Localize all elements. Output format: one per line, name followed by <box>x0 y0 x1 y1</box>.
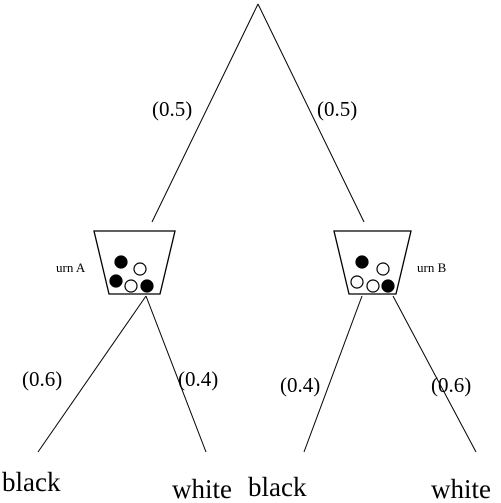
leaf-b-white: white <box>431 474 491 503</box>
urn-b-label: urn B <box>417 260 447 275</box>
urn-a-right-prob: (0.4) <box>178 367 218 391</box>
urn-b <box>333 230 412 295</box>
urn-b-right-branch <box>392 295 477 453</box>
leaf-a-white: white <box>172 474 232 503</box>
root-right-prob: (0.5) <box>317 97 357 121</box>
urn-a-ball-5 <box>140 279 154 293</box>
urn-b-left-prob: (0.4) <box>280 373 320 397</box>
urn-b-right-prob: (0.6) <box>431 373 471 397</box>
urn-a-ball-4 <box>124 279 138 293</box>
leaf-a-black: black <box>2 467 61 497</box>
urn-a-ball-3 <box>109 274 123 288</box>
root-left-branch <box>151 3 259 223</box>
urn-b-ball-5 <box>381 279 395 293</box>
urn-a-right-branch <box>145 295 207 453</box>
urn-a-left-prob: (0.6) <box>22 367 62 391</box>
urn-a <box>93 230 176 295</box>
urn-a-left-branch <box>37 295 147 453</box>
urn-a-label: urn A <box>56 260 86 275</box>
urn-b-ball-1 <box>355 255 369 269</box>
urn-a-ball-1 <box>114 255 128 269</box>
urn-b-ball-4 <box>366 279 380 293</box>
root-left-prob: (0.5) <box>152 97 192 121</box>
urn-a-ball-2 <box>133 262 147 276</box>
root-right-branch <box>257 3 365 223</box>
leaf-b-black: black <box>248 472 307 502</box>
urn-b-ball-2 <box>376 262 390 276</box>
urn-b-left-branch <box>303 295 363 453</box>
urn-b-ball-3 <box>350 275 364 289</box>
